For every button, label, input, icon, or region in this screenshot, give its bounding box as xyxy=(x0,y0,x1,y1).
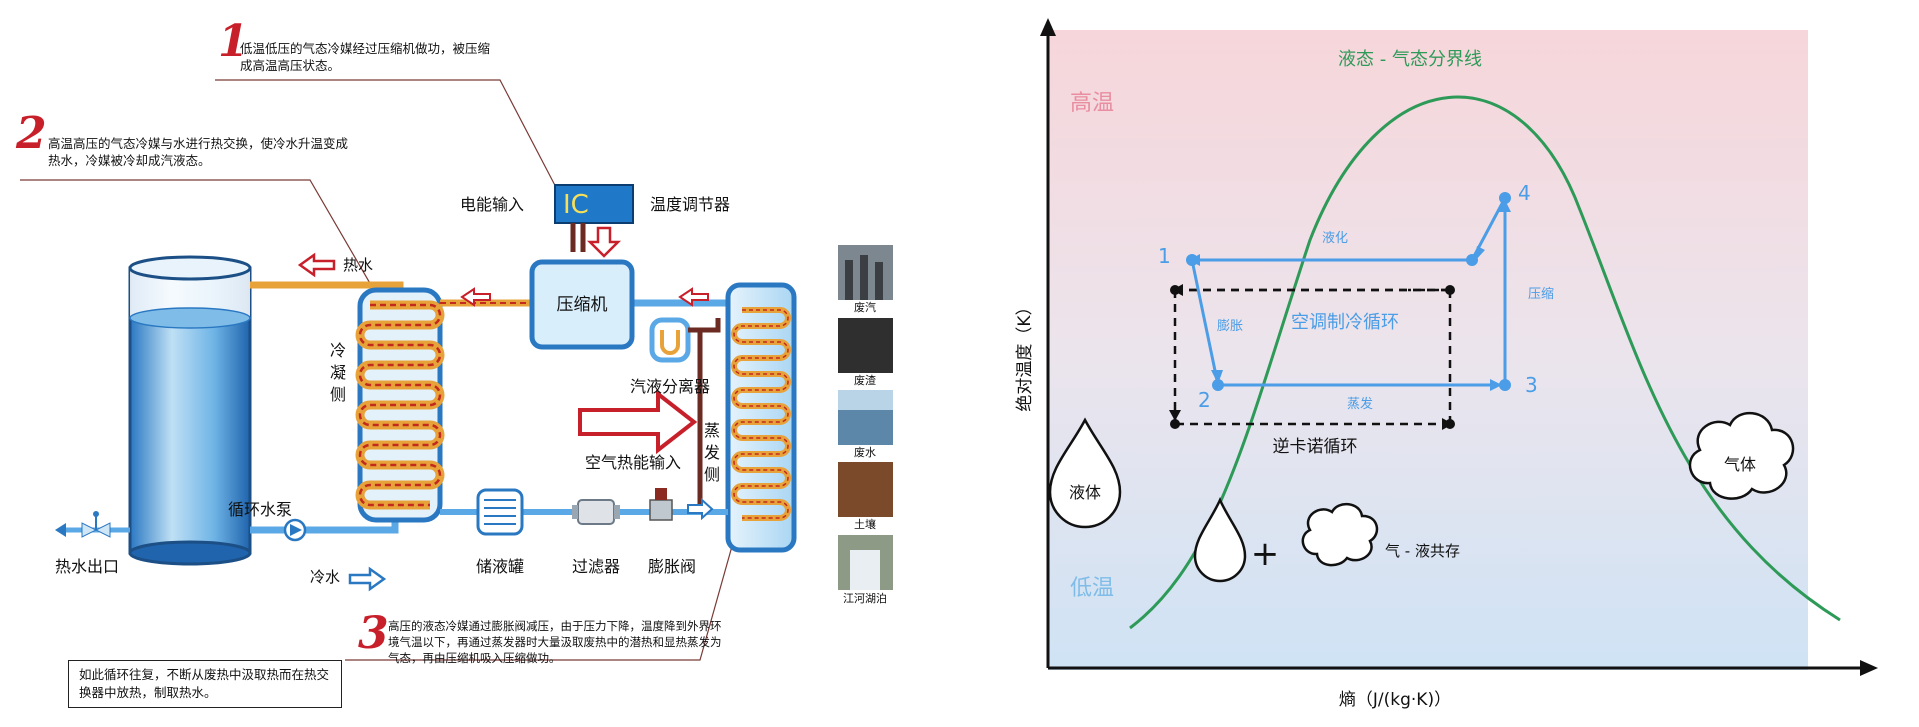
compressor-box xyxy=(529,259,635,350)
curve-title: 液态 - 气态分界线 xyxy=(1338,49,1482,70)
low-temp-label: 低温 xyxy=(1070,576,1114,601)
evaporator-coil xyxy=(725,282,797,553)
cold-water-arrow-icon xyxy=(348,566,387,592)
coexist-cloud-icon xyxy=(1301,503,1379,567)
gas-cloud-icon xyxy=(1688,411,1795,500)
point-3-marker xyxy=(1499,379,1511,391)
point-3-label: 3 xyxy=(1525,373,1538,397)
refrigeration-cycle-chart: 液态 - 气态分界线 高温 低温 液体 气体 + 气 - 液共存 空调制冷循环 … xyxy=(1015,18,1878,710)
expansion-valve-label: 膨胀阀 xyxy=(648,557,696,576)
compressor-label: 压缩机 xyxy=(557,295,608,315)
cold-water-label: 冷水 xyxy=(310,568,340,586)
hot-water-tank xyxy=(128,255,252,566)
hot-outlet-label: 热水出口 xyxy=(55,557,119,576)
cycle-summary-note: 如此循环往复，不断从废热中汲取热而在热交换器中放热，制取热水。 xyxy=(68,660,342,708)
heat-source-images xyxy=(838,245,893,590)
reverse-carnot-label: 逆卡诺循环 xyxy=(1273,437,1358,457)
source-label: 废汽 xyxy=(854,300,876,314)
source-label: 废渣 xyxy=(854,373,876,387)
source-label: 废水 xyxy=(854,445,876,459)
note-1-text: 低温低压的气态冷媒经过压缩机做功，被压缩成高温高压状态。 xyxy=(240,41,491,73)
condenser-side-label: 冷凝侧 xyxy=(330,341,347,404)
liquefy-label: 液化 xyxy=(1322,231,1348,246)
flow-arrow-blue-icon xyxy=(687,497,714,521)
liquid-label: 液体 xyxy=(1069,483,1101,502)
point-1-label: 1 xyxy=(1158,244,1171,268)
ac-cycle-label: 空调制冷循环 xyxy=(1291,312,1399,333)
note-2-text: 高温高压的气态冷媒与水进行热交换，使冷水升温变成热水，冷媒被冷却成汽液态。 xyxy=(48,136,349,168)
receiver-tank-icon xyxy=(476,488,524,536)
coexist-drop-icon xyxy=(1193,496,1247,583)
ic-label: IC xyxy=(563,190,589,220)
condenser-coil xyxy=(355,287,445,523)
outlet-arrow-icon xyxy=(55,523,66,537)
point-2-label: 2 xyxy=(1198,388,1211,412)
x-axis-label: 熵（J/(kg·K)） xyxy=(1339,690,1451,710)
air-heat-arrow-icon xyxy=(578,389,698,455)
note-number-3: 3 xyxy=(358,608,389,659)
plus-sign: + xyxy=(1251,534,1280,574)
evaporate-label: 蒸发 xyxy=(1347,396,1373,412)
outlet-valve-icon xyxy=(81,511,111,538)
evaporator-side-label: 蒸发侧 xyxy=(704,421,721,484)
coexist-label: 气 - 液共存 xyxy=(1385,542,1460,560)
gas-liquid-separator xyxy=(649,317,691,363)
gas-label: 气体 xyxy=(1724,455,1756,474)
ic-controller xyxy=(554,184,634,252)
chart-background xyxy=(1048,30,1808,670)
point-4-label: 4 xyxy=(1518,181,1531,205)
hot-water-arrow-icon xyxy=(297,252,336,278)
power-arrow-icon xyxy=(586,226,622,258)
source-label: 土壤 xyxy=(854,517,876,531)
point-2-marker xyxy=(1212,379,1224,391)
x-axis-arrow-icon xyxy=(1860,660,1878,676)
leader-line-3 xyxy=(345,499,746,661)
source-label: 江河湖泊 xyxy=(843,592,887,605)
power-input-label: 电能输入 xyxy=(460,195,524,214)
thermostat-label: 温度调节器 xyxy=(650,195,730,214)
point-4-marker xyxy=(1499,192,1511,204)
flow-arrow-red-icon xyxy=(460,287,491,307)
circulation-pump-icon xyxy=(283,518,307,542)
hot-water-label: 热水 xyxy=(343,256,373,274)
separator-label: 汽液分离器 xyxy=(630,377,710,396)
leader-line-1 xyxy=(215,79,561,196)
pump-label: 循环水泵 xyxy=(228,500,292,519)
filter-label: 过滤器 xyxy=(572,557,620,576)
high-temp-label: 高温 xyxy=(1070,91,1114,116)
y-axis-arrow-icon xyxy=(1040,18,1056,36)
heat-pump-schematic: 废汽 废渣 废水 土壤 江河湖泊 IC 电能输入 温度调节器 热水 压缩机 汽液… xyxy=(20,79,893,661)
receiver-label: 储液罐 xyxy=(476,557,524,576)
flow-arrow-red-icon-2 xyxy=(678,287,709,307)
compress-label: 压缩 xyxy=(1528,286,1554,302)
note-number-2: 2 xyxy=(16,108,47,159)
expansion-valve-icon xyxy=(649,488,673,521)
y-axis-label: 绝对温度（K） xyxy=(1015,298,1035,411)
saturation-curve xyxy=(1129,95,1841,630)
liquid-drop-icon xyxy=(1048,417,1122,529)
expand-label: 膨胀 xyxy=(1217,319,1243,334)
ts-diagram: 液态 - 气态分界线 高温 低温 液体 气体 + 气 - 液共存 空调制冷循环 … xyxy=(960,0,1919,723)
air-heat-label: 空气热能输入 xyxy=(585,453,681,472)
filter-icon xyxy=(572,499,620,525)
point-1-marker xyxy=(1186,254,1198,266)
note-3-text: 高压的液态冷媒通过膨胀阀减压，由于压力下降，温度降到外界环境气温以下，再通过蒸发… xyxy=(388,619,722,665)
note-number-1: 1 xyxy=(218,16,249,67)
heat-pump-diagram: 废汽 废渣 废水 土壤 江河湖泊 IC 电能输入 温度调节器 热水 压缩机 汽液… xyxy=(0,0,960,723)
